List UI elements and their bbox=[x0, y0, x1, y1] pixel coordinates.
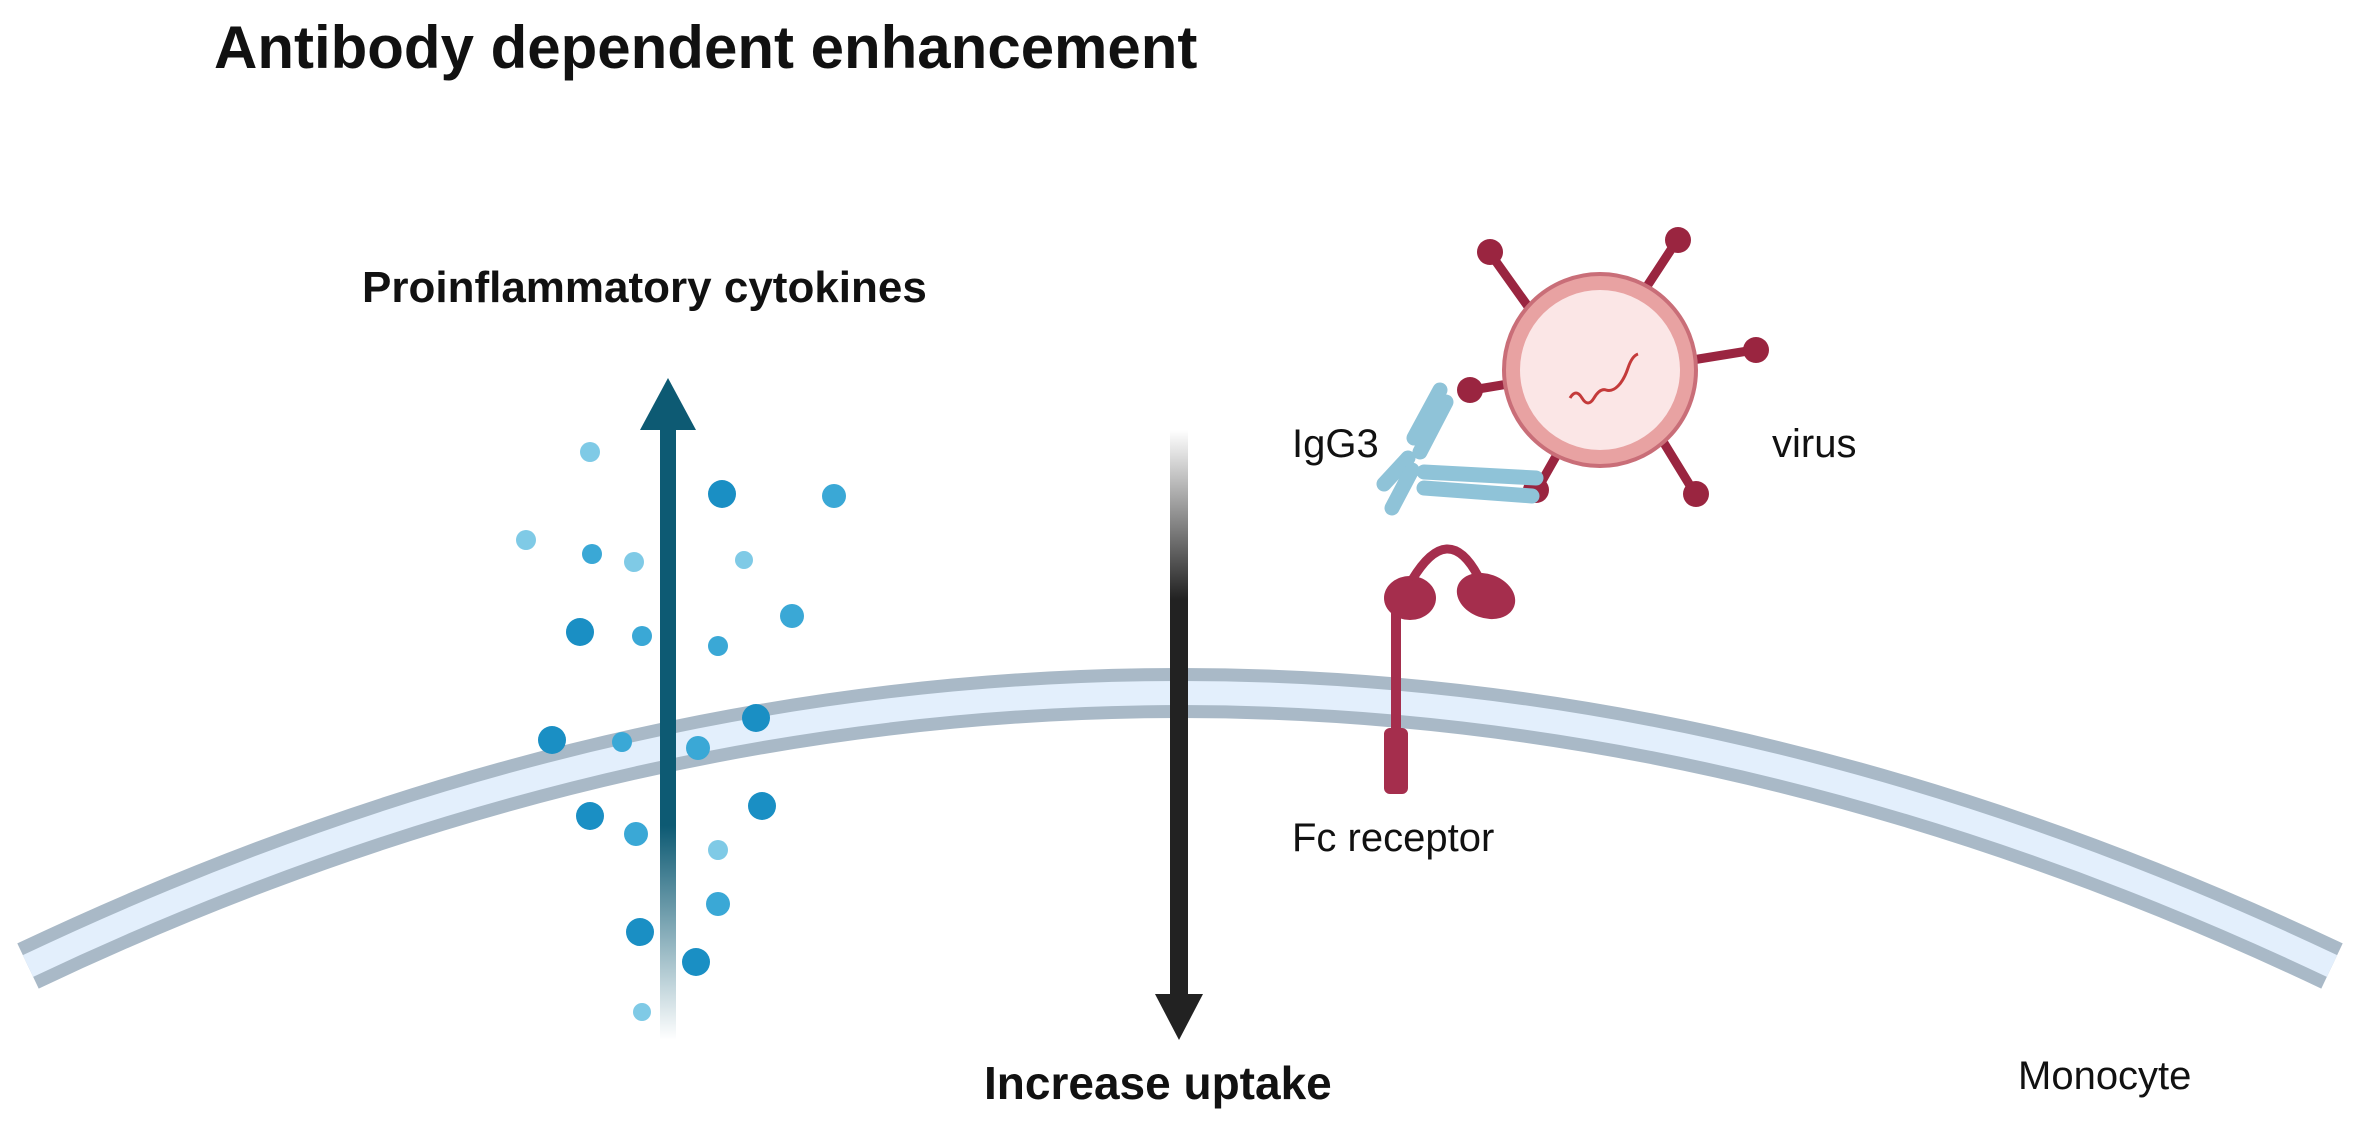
cytokine-dot bbox=[708, 636, 728, 656]
increase-uptake-arrow bbox=[1155, 430, 1203, 1040]
cytokine-dot bbox=[580, 442, 600, 462]
fc-receptor bbox=[1384, 544, 1516, 794]
cytokine-dot bbox=[708, 840, 728, 860]
cytokine-dot bbox=[708, 480, 736, 508]
cytokine-dot bbox=[576, 802, 604, 830]
igg3-antibody bbox=[1376, 382, 1544, 516]
cytokine-dot bbox=[516, 530, 536, 550]
label-proinflammatory-cytokines: Proinflammatory cytokines bbox=[362, 263, 927, 312]
cytokine-dot bbox=[686, 736, 710, 760]
label-monocyte: Monocyte bbox=[2018, 1054, 2192, 1098]
cytokine-dot bbox=[780, 604, 804, 628]
cytokine-dot bbox=[633, 1003, 651, 1021]
cytokine-dot bbox=[566, 618, 594, 646]
cytokine-dot bbox=[706, 892, 730, 916]
cytokine-dot bbox=[742, 704, 770, 732]
label-virus: virus bbox=[1772, 422, 1857, 466]
diagram-title: Antibody dependent enhancement bbox=[214, 14, 1198, 81]
cytokine-dot bbox=[624, 822, 648, 846]
cytokine-dot bbox=[582, 544, 602, 564]
cytokine-dot bbox=[632, 626, 652, 646]
cytokine-dot bbox=[682, 948, 710, 976]
virus-particle bbox=[1457, 227, 1769, 507]
label-igg3: IgG3 bbox=[1292, 422, 1379, 466]
cytokine-dot bbox=[822, 484, 846, 508]
cytokine-dot bbox=[624, 552, 644, 572]
label-increase-uptake: Increase uptake bbox=[984, 1057, 1332, 1109]
cytokine-dots bbox=[516, 442, 846, 1021]
virus-interior bbox=[1520, 290, 1680, 450]
viral-genome bbox=[1568, 352, 1639, 405]
cytokine-dot bbox=[612, 732, 632, 752]
cytokine-dot bbox=[626, 918, 654, 946]
cytokine-dot bbox=[748, 792, 776, 820]
label-fc-receptor: Fc receptor bbox=[1292, 816, 1495, 860]
cytokine-dot bbox=[735, 551, 753, 569]
cytokine-dot bbox=[538, 726, 566, 754]
cytokine-release-arrow bbox=[640, 378, 696, 1040]
